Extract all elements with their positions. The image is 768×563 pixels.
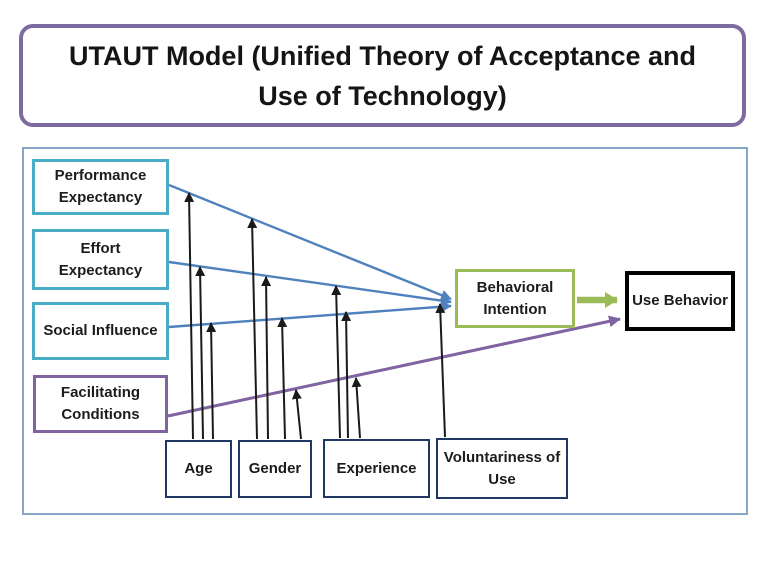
voluntariness-of-use-box: Voluntariness of Use — [436, 438, 568, 499]
facilitating-conditions-box: Facilitating Conditions — [33, 375, 168, 433]
behavioral-intention-box: Behavioral Intention — [455, 269, 575, 328]
experience-label: Experience — [336, 459, 417, 477]
facilitating-conditions-label: Facilitating Conditions — [60, 384, 141, 423]
age-label: Age — [184, 460, 213, 477]
age-box: Age — [165, 440, 232, 498]
page-title-line1: UTAUT Model (Unified Theory of Acceptanc… — [68, 40, 697, 71]
effort-expectancy-box: Effort Expectancy — [32, 229, 169, 290]
title-box: UTAUT Model (Unified Theory of Acceptanc… — [19, 24, 746, 127]
social-influence-box: Social Influence — [32, 302, 169, 360]
voluntariness-of-use-label: Voluntariness of Use — [443, 448, 561, 488]
use-behavior-box: Use Behavior — [625, 271, 735, 331]
effort-expectancy-label: Effort Expectancy — [58, 239, 143, 279]
gender-box: Gender — [238, 440, 312, 498]
gender-label: Gender — [248, 460, 302, 477]
use-behavior-label: Use Behavior — [632, 292, 728, 309]
performance-expectancy-label: Performance Expectancy — [54, 167, 147, 206]
performance-expectancy-box: Performance Expectancy — [32, 159, 169, 215]
page-title-line2: Use of Technology) — [258, 80, 507, 111]
behavioral-intention-label: Behavioral Intention — [476, 278, 554, 318]
experience-box: Experience — [323, 439, 430, 498]
social-influence-label: Social Influence — [43, 322, 158, 339]
